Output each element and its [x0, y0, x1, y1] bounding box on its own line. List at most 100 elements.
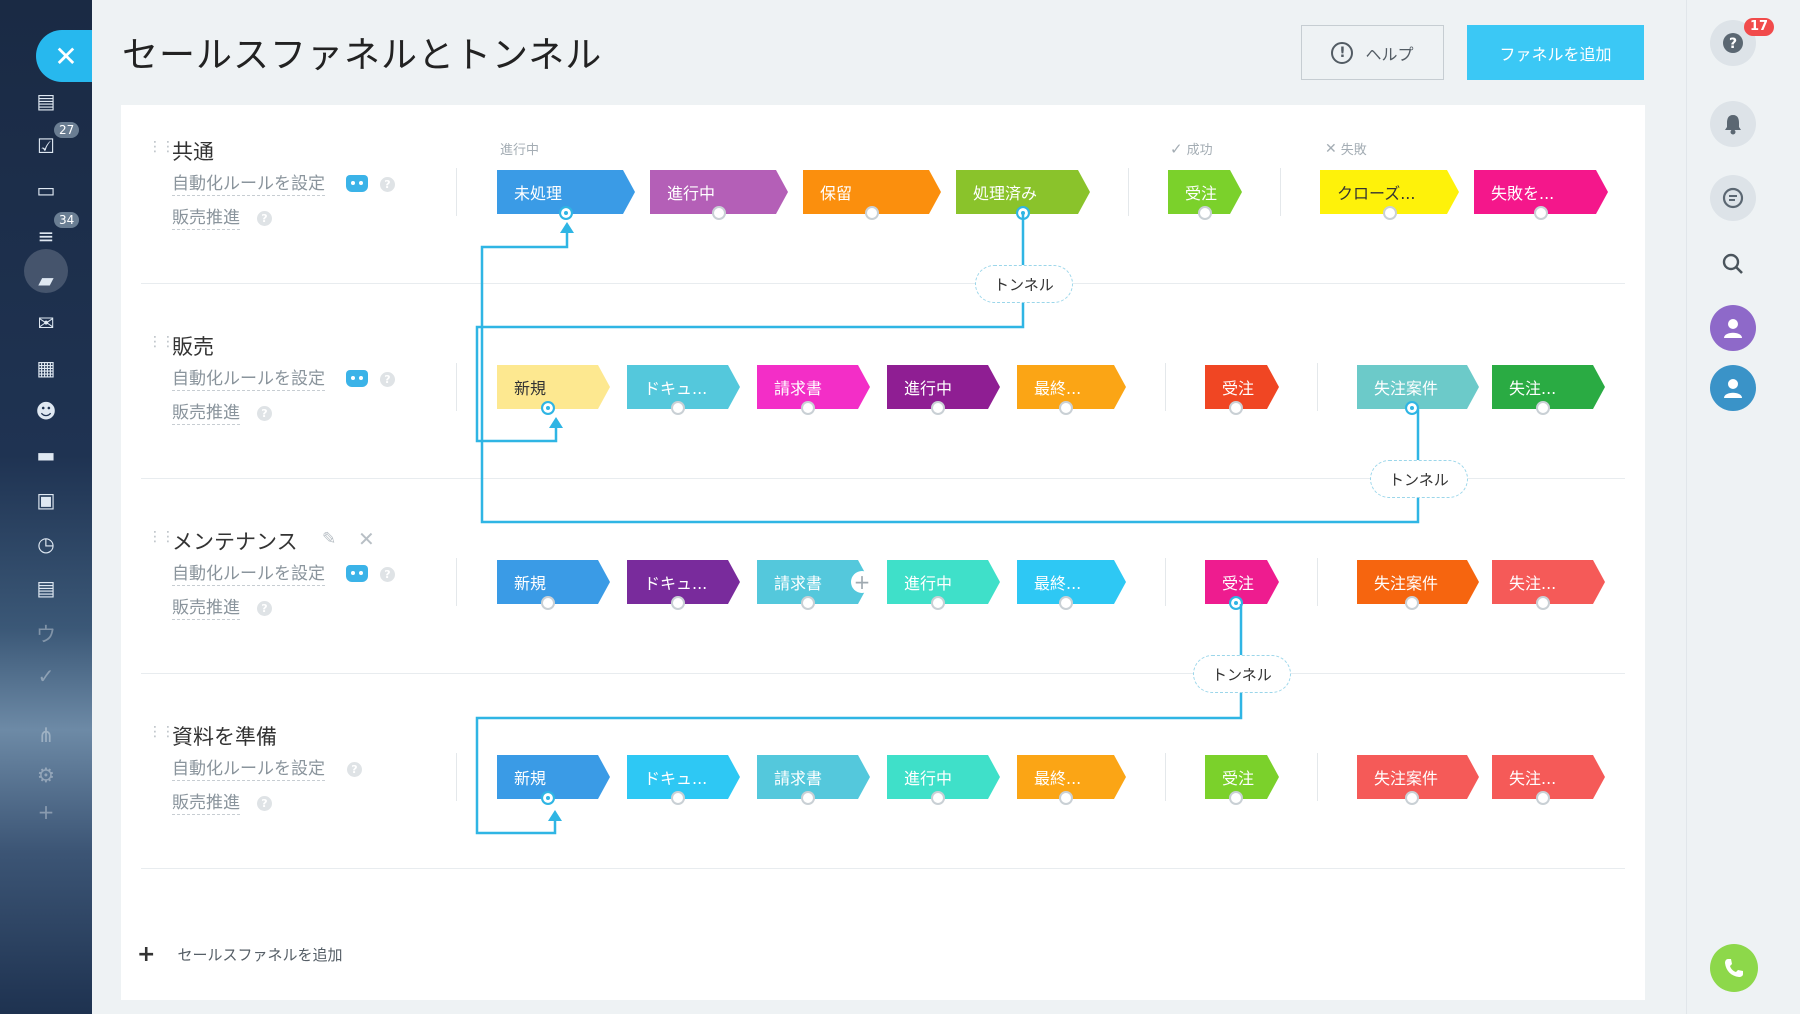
funnel-stage[interactable]: 失注... — [1492, 560, 1605, 604]
funnel-stage[interactable]: 最終... — [1017, 365, 1126, 409]
apps-icon[interactable]: ▦ — [36, 356, 56, 380]
tunnel-connector-dot[interactable] — [1198, 206, 1212, 220]
mail-icon[interactable]: ✉ — [37, 311, 55, 335]
help-icon[interactable]: ? — [347, 762, 362, 777]
help-icon[interactable]: ? — [257, 796, 272, 811]
tunnel-connector-dot[interactable] — [1016, 206, 1030, 220]
tunnel-connector-dot[interactable] — [1059, 791, 1073, 805]
settings-icon[interactable]: ⚙ — [37, 763, 55, 787]
help-icon[interactable]: ? — [380, 372, 395, 387]
add-icon[interactable]: + — [37, 800, 55, 824]
calendar-window-icon[interactable]: ▭ — [36, 178, 56, 202]
tunnel-connector-dot[interactable] — [1536, 791, 1550, 805]
search-icon[interactable] — [1710, 241, 1756, 287]
funnel-stage[interactable]: 新規 — [497, 365, 610, 409]
tunnel-connector-dot[interactable] — [1405, 596, 1419, 610]
feed-icon[interactable]: ▤ — [36, 89, 56, 113]
funnel-stage[interactable]: 失注案件 — [1357, 365, 1479, 409]
user-avatar-icon[interactable] — [1710, 305, 1756, 351]
tunnel-connector-dot[interactable] — [712, 206, 726, 220]
automation-rules-link[interactable]: 自動化ルールを設定 — [172, 174, 325, 196]
funnel-stage[interactable]: 受注 — [1205, 755, 1279, 799]
card-icon[interactable]: ▤ — [36, 576, 56, 600]
time-icon[interactable]: ◷ — [37, 532, 55, 556]
tunnel-label-1[interactable]: トンネル — [975, 265, 1073, 303]
funnel-stage[interactable]: 進行中 — [887, 560, 1000, 604]
sales-boost-link[interactable]: 販売推進 — [172, 208, 240, 230]
funnel-stage[interactable]: 失注... — [1492, 755, 1605, 799]
delete-icon[interactable]: ✕ — [358, 527, 375, 551]
tunnel-connector-dot[interactable] — [541, 596, 555, 610]
help-button[interactable]: ! ヘルプ — [1301, 25, 1444, 80]
tunnel-connector-dot[interactable] — [1405, 401, 1419, 415]
funnel-stage[interactable]: 受注 — [1205, 560, 1279, 604]
tunnel-connector-dot[interactable] — [931, 791, 945, 805]
funnel-stage[interactable]: 受注 — [1205, 365, 1279, 409]
tunnel-connector-dot[interactable] — [1229, 791, 1243, 805]
funnel-stage[interactable]: 失注... — [1492, 365, 1605, 409]
contacts-icon[interactable]: ☻ — [35, 399, 57, 423]
funnel-stage[interactable]: 新規 — [497, 755, 610, 799]
add-funnel-button[interactable]: ファネルを追加 — [1467, 25, 1644, 80]
help-icon[interactable]: ? — [257, 211, 272, 226]
org-chart-icon[interactable]: ⋔ — [37, 723, 55, 747]
tunnel-connector-dot[interactable] — [1405, 791, 1419, 805]
help-icon[interactable]: ? — [257, 601, 272, 616]
tunnel-connector-dot[interactable] — [541, 791, 555, 805]
tunnel-connector-dot[interactable] — [931, 401, 945, 415]
sales-boost-link[interactable]: 販売推進 — [172, 793, 240, 815]
help-icon[interactable]: ? — [380, 177, 395, 192]
automation-rules-link[interactable]: 自動化ルールを設定 — [172, 759, 325, 781]
tunnel-connector-dot[interactable] — [671, 596, 685, 610]
tunnel-connector-dot[interactable] — [1383, 206, 1397, 220]
storage-icon[interactable]: ▬ — [36, 443, 56, 467]
tunnel-label-3[interactable]: トンネル — [1193, 655, 1291, 693]
sales-boost-link[interactable]: 販売推進 — [172, 598, 240, 620]
crm-funnel-icon[interactable]: ≡ — [37, 224, 55, 248]
user-avatar-icon[interactable] — [1710, 365, 1756, 411]
phone-icon[interactable] — [1710, 944, 1758, 992]
help-icon[interactable]: ? — [380, 567, 395, 582]
tunnel-connector-dot[interactable] — [1059, 401, 1073, 415]
drag-handle-icon[interactable]: ⋮⋮ — [148, 530, 175, 544]
funnel-stage[interactable]: 失注案件 — [1357, 755, 1479, 799]
close-icon[interactable]: ✕ — [36, 30, 92, 82]
tunnel-connector-dot[interactable] — [801, 791, 815, 805]
drag-handle-icon[interactable]: ⋮⋮ — [148, 335, 175, 349]
tunnel-connector-dot[interactable] — [801, 596, 815, 610]
funnel-stage[interactable]: 失注案件 — [1357, 560, 1479, 604]
funnel-stage[interactable]: 進行中 — [887, 365, 1000, 409]
add-sales-funnel-link[interactable]: + セールスファネルを追加 — [137, 942, 342, 967]
tunnel-connector-dot[interactable] — [671, 791, 685, 805]
tunnel-connector-dot[interactable] — [865, 206, 879, 220]
tunnel-connector-dot[interactable] — [1059, 596, 1073, 610]
robot-icon[interactable] — [346, 565, 368, 582]
automation-rules-link[interactable]: 自動化ルールを設定 — [172, 564, 325, 586]
tunnel-connector-dot[interactable] — [671, 401, 685, 415]
funnel-stage[interactable]: 請求書 — [757, 365, 870, 409]
funnel-stage[interactable]: 請求書 — [757, 755, 870, 799]
bell-icon[interactable] — [1710, 101, 1756, 147]
automation-rules-link[interactable]: 自動化ルールを設定 — [172, 369, 325, 391]
tunnel-connector-dot[interactable] — [1536, 401, 1550, 415]
drag-handle-icon[interactable]: ⋮⋮ — [148, 140, 175, 154]
tunnel-connector-dot[interactable] — [801, 401, 815, 415]
chat-list-icon[interactable] — [1710, 175, 1756, 221]
help-icon[interactable]: ? — [257, 406, 272, 421]
funnel-stage[interactable]: ドキュ... — [627, 365, 740, 409]
funnel-stage[interactable]: ドキュ... — [627, 560, 740, 604]
tunnel-connector-dot[interactable] — [1229, 596, 1243, 610]
add-stage-icon[interactable]: + — [851, 570, 873, 594]
funnel-stage[interactable]: 最終... — [1017, 560, 1126, 604]
sales-boost-link[interactable]: 販売推進 — [172, 403, 240, 425]
tunnel-label-2[interactable]: トンネル — [1370, 460, 1468, 498]
pencil-icon[interactable]: ✎ — [322, 529, 337, 549]
tunnel-connector-dot[interactable] — [541, 401, 555, 415]
funnel-stage[interactable]: 最終... — [1017, 755, 1126, 799]
tasks-icon[interactable]: ☑ — [37, 134, 55, 158]
calendar-icon[interactable]: ▣ — [36, 488, 56, 512]
drag-handle-icon[interactable]: ⋮⋮ — [148, 725, 175, 739]
robot-icon[interactable] — [346, 175, 368, 192]
robot-icon[interactable] — [346, 370, 368, 387]
tunnel-connector-dot[interactable] — [931, 596, 945, 610]
